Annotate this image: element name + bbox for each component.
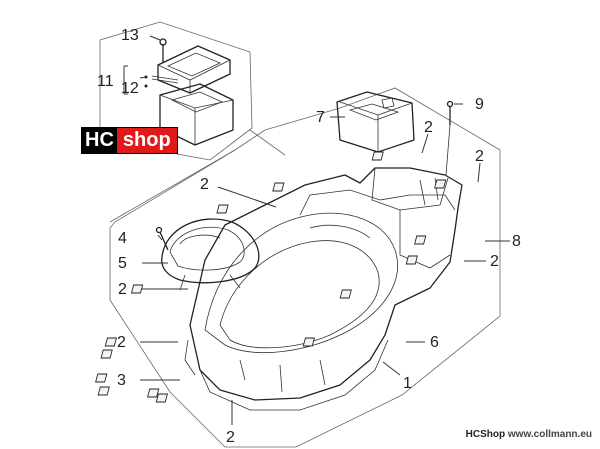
screw-part-4 <box>155 226 169 251</box>
storage-compartment <box>184 167 463 411</box>
callout-12: 12 <box>121 80 139 97</box>
logo-shop-text: shop <box>116 128 177 153</box>
callout-5: 5 <box>118 255 127 272</box>
assembly-frame <box>109 87 501 448</box>
hcshop-logo: HC shop <box>81 127 178 154</box>
callout-8: 8 <box>512 233 521 250</box>
callout-2: 2 <box>475 148 484 165</box>
callout-labels: 13 11 12 7 9 2 2 2 8 4 5 2 2 6 2 3 1 2 <box>97 27 521 446</box>
cover-lid <box>336 91 415 153</box>
footer-credit: HCShop www.collmann.eu <box>466 429 592 440</box>
callout-2: 2 <box>117 334 126 351</box>
callout-2: 2 <box>200 176 209 193</box>
callout-6: 6 <box>430 334 439 351</box>
callout-9: 9 <box>475 96 484 113</box>
callout-7: 7 <box>316 109 325 126</box>
callout-11: 11 <box>97 73 114 90</box>
callout-1: 1 <box>403 375 412 392</box>
callout-2: 2 <box>424 119 433 136</box>
callout-3: 3 <box>117 372 126 389</box>
logo-hc-text: HC <box>82 128 117 153</box>
leader-lines <box>123 35 510 425</box>
callout-2: 2 <box>226 429 235 446</box>
callout-4: 4 <box>118 230 127 247</box>
clip-parts <box>95 151 447 403</box>
round-cover <box>161 218 260 291</box>
callout-2: 2 <box>490 253 499 270</box>
screw-part-9 <box>445 100 454 176</box>
callout-13: 13 <box>121 27 139 44</box>
callout-2: 2 <box>118 281 127 298</box>
footer-url: www.collmann.eu <box>507 429 592 440</box>
footer-brand: HCShop <box>465 429 506 440</box>
